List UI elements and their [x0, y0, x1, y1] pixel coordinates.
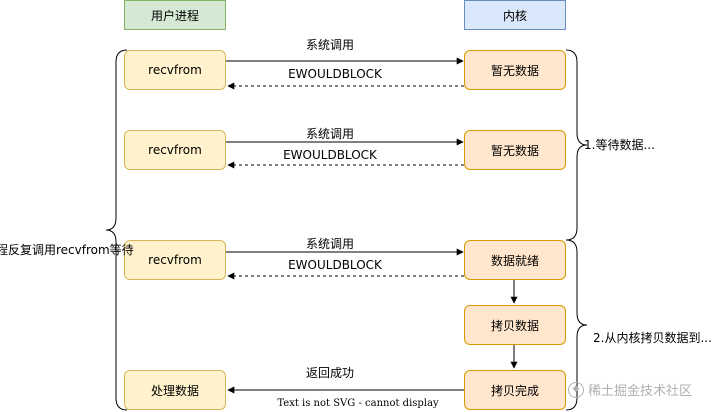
- ewouldblock-label-2: EWOULDBLOCK: [283, 148, 377, 162]
- kernel-data-ready-box: 数据就绪: [464, 240, 566, 280]
- kernel-copy-data-box: 拷贝数据: [464, 305, 566, 345]
- recvfrom-box-2: recvfrom: [124, 130, 226, 170]
- kernel-no-data-box-2: 暂无数据: [464, 130, 566, 170]
- recvfrom-box-1: recvfrom: [124, 50, 226, 90]
- left-brace-label: 程反复调用recvfrom等待: [0, 243, 134, 257]
- syscall-label-3: 系统调用: [305, 237, 355, 251]
- phase2-brace: [565, 239, 588, 411]
- juejin-logo-icon: ◆: [568, 381, 584, 398]
- watermark: ◆ 稀土掘金技术社区: [568, 380, 692, 399]
- process-data-box: 处理数据: [124, 370, 226, 410]
- kernel-copy-done-box: 拷贝完成: [464, 370, 566, 410]
- left-brace: [105, 49, 128, 411]
- ewouldblock-label-1: EWOULDBLOCK: [288, 67, 382, 81]
- ewouldblock-label-3: EWOULDBLOCK: [288, 258, 382, 272]
- syscall-label-2: 系统调用: [305, 127, 355, 141]
- kernel-no-data-box-1: 暂无数据: [464, 50, 566, 90]
- phase1-label: 1.等待数据...: [584, 138, 655, 152]
- user-process-header: 用户进程: [124, 0, 226, 30]
- recvfrom-box-3: recvfrom: [124, 240, 226, 280]
- svg-fallback-note: Text is not SVG - cannot display: [277, 398, 439, 409]
- return-success-label: 返回成功: [305, 366, 355, 380]
- phase1-brace: [565, 49, 588, 241]
- phase2-label: 2.从内核拷贝数据到...: [593, 331, 712, 345]
- watermark-text: 稀土掘金技术社区: [588, 384, 693, 399]
- syscall-label-1: 系统调用: [305, 38, 355, 52]
- kernel-header: 内核: [464, 0, 566, 30]
